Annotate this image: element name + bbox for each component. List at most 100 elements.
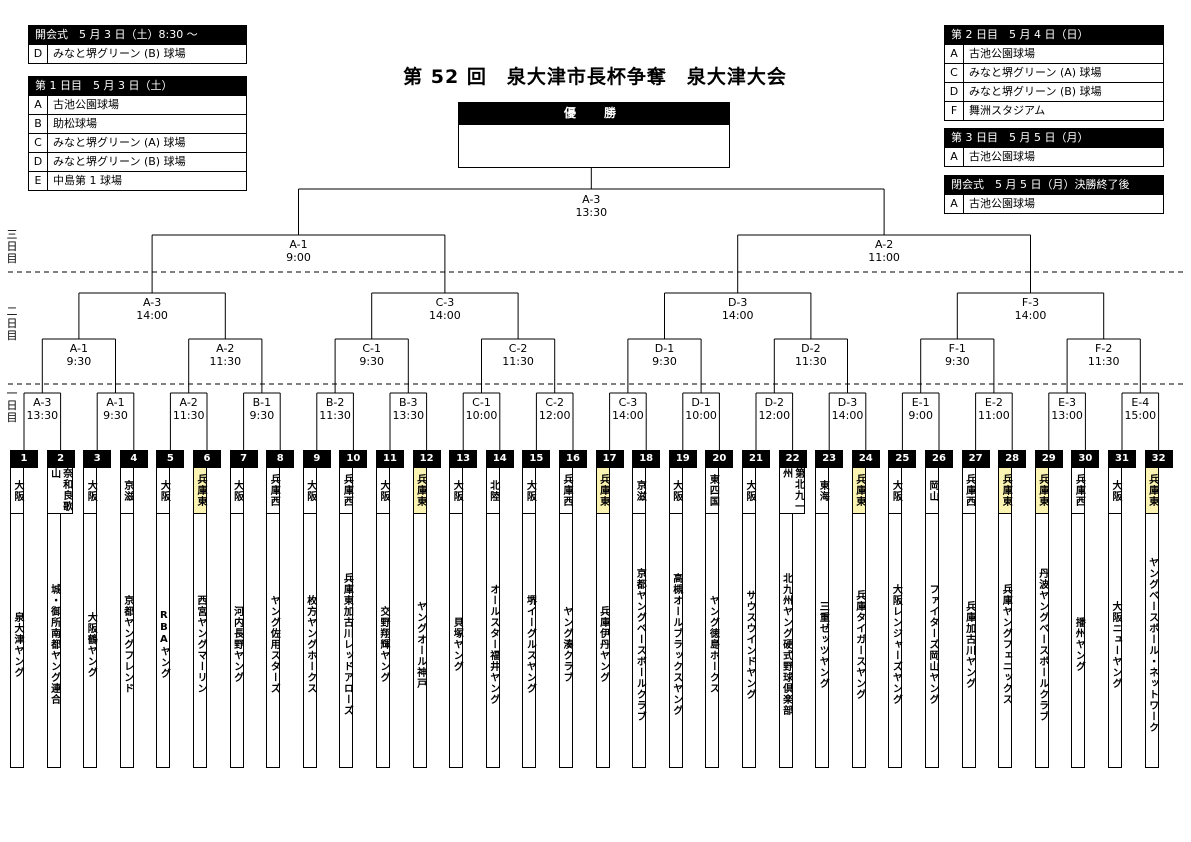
team-name: 大阪ニューヤング xyxy=(1108,514,1122,768)
match-time: 12:00 xyxy=(538,409,571,422)
match-code: C-3 xyxy=(618,396,638,409)
team-name: 河内長野ヤング xyxy=(229,514,244,768)
match-time: 14:00 xyxy=(1014,309,1047,322)
team-name: 北九州ヤング硬式野球倶楽部 xyxy=(778,514,793,768)
match-time: 11:00 xyxy=(978,409,1010,422)
match-code: A-1 xyxy=(69,342,89,355)
team-number: 28 xyxy=(998,450,1027,468)
match-time: 9:00 xyxy=(286,251,311,264)
match-time: 11:30 xyxy=(795,355,827,368)
team-region: 兵庫東 xyxy=(1144,468,1159,514)
match-time: 14:00 xyxy=(721,309,754,322)
match-code: A-2 xyxy=(874,238,894,251)
team-region: 東四国 xyxy=(705,468,720,514)
team-region: 大阪 xyxy=(449,468,464,514)
team-region: 大阪 xyxy=(302,468,317,514)
team-name: 播州ヤング xyxy=(1071,514,1086,768)
team-name: 兵庫ヤングフェニックス xyxy=(998,514,1013,768)
team-region: 岡山 xyxy=(925,468,939,514)
team-number: 16 xyxy=(559,450,587,468)
match-time: 15:00 xyxy=(1124,409,1157,422)
page-title: 第 52 回 泉大津市長杯争奪 泉大津大会 xyxy=(403,66,787,88)
team-number: 17 xyxy=(595,450,624,468)
team-region: 奈和良歌山 xyxy=(46,468,73,514)
team-name: 兵庫加古川ヤング xyxy=(961,514,976,768)
team-name: 京都ヤングベースボールクラブ xyxy=(632,514,647,768)
match-code: A-1 xyxy=(289,238,308,251)
match-code: D-3 xyxy=(727,296,748,309)
team-number: 18 xyxy=(632,450,661,468)
team-name: ファイターズ岡山ヤング xyxy=(925,514,939,768)
schedule-header: 開会式 5 月 3 日（土）8:30 ～ xyxy=(29,26,246,44)
team-number: 25 xyxy=(888,450,917,468)
match-code: C-1 xyxy=(472,396,491,409)
team-number: 12 xyxy=(412,450,441,468)
match-code: A-3 xyxy=(142,296,162,309)
match-code: E-3 xyxy=(1058,396,1077,409)
team-region: 兵庫東 xyxy=(412,468,427,514)
team-number: 23 xyxy=(815,450,844,468)
team-number: 21 xyxy=(742,450,770,468)
team-number: 31 xyxy=(1108,450,1136,468)
match-time: 14:00 xyxy=(612,409,644,422)
team-name: ヤングオール神戸 xyxy=(412,514,427,768)
team-number: 19 xyxy=(668,450,697,468)
match-time: 14:00 xyxy=(136,309,168,322)
team-number: 32 xyxy=(1144,450,1173,468)
team-name: オールスター福井ヤング xyxy=(485,514,500,768)
team-region: 東海 xyxy=(815,468,830,514)
team-name: 枚方ヤングホークス xyxy=(302,514,317,768)
team-number: 27 xyxy=(961,450,990,468)
team-name: ヤング徳島ホークス xyxy=(705,514,720,768)
team-name: 丹波ヤングベースボールクラブ xyxy=(1034,514,1049,768)
team-name: RBAヤング xyxy=(156,514,171,768)
day-label-2: 二日目 xyxy=(6,305,18,342)
team-region: 兵庫西 xyxy=(339,468,354,514)
team-name: 兵庫伊丹ヤング xyxy=(595,514,610,768)
team-number: 3 xyxy=(83,450,112,468)
match-code: D-3 xyxy=(837,396,858,409)
team-name: 交野翔輝ヤング xyxy=(376,514,390,768)
team-region: 北陸 xyxy=(485,468,500,514)
schedule-header: 第 3 日目 5 月 5 日（月） xyxy=(945,129,1163,147)
team-name: 京都ヤングフレンド xyxy=(119,514,134,768)
match-code: B-2 xyxy=(325,396,345,409)
match-time: 10:00 xyxy=(465,409,498,422)
team-region: 兵庫東 xyxy=(851,468,866,514)
